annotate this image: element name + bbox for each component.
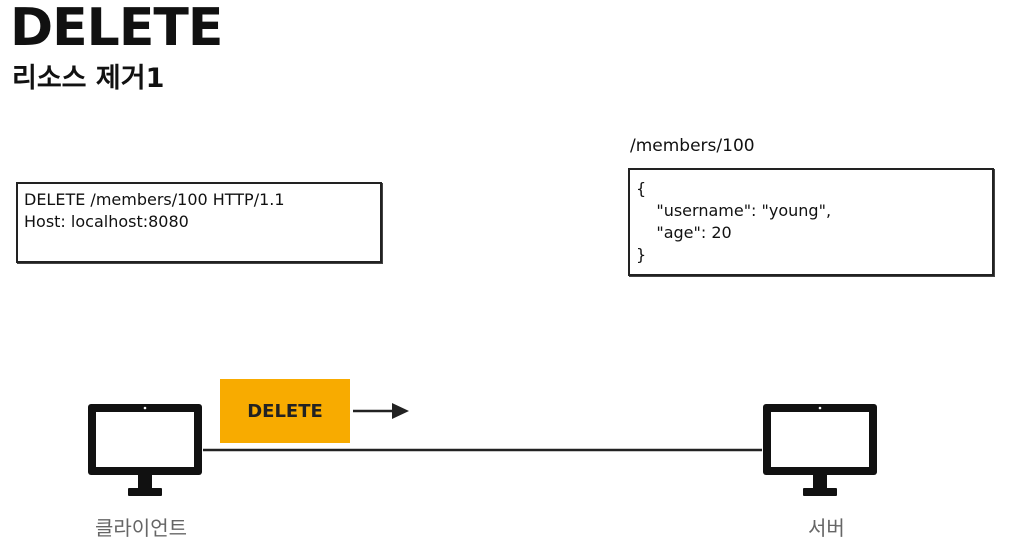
resource-path: /members/100 (630, 136, 755, 156)
monitor-icon (88, 404, 202, 496)
client-label: 클라이언트 (95, 516, 187, 540)
request-host: Host: localhost:8080 (24, 212, 189, 231)
request-line: DELETE /members/100 HTTP/1.1 (24, 190, 285, 209)
request-box: DELETE /members/100 HTTP/1.1 Host: local… (16, 182, 382, 263)
method-badge: DELETE (220, 379, 350, 443)
monitor-icon (763, 404, 877, 496)
arrow-right-icon (353, 403, 409, 419)
page-subtitle: 리소스 제거1 (12, 63, 165, 94)
server-label: 서버 (808, 516, 845, 540)
resource-box: { "username": "young", "age": 20 } (628, 168, 994, 276)
page-title: DELETE (10, 0, 223, 58)
